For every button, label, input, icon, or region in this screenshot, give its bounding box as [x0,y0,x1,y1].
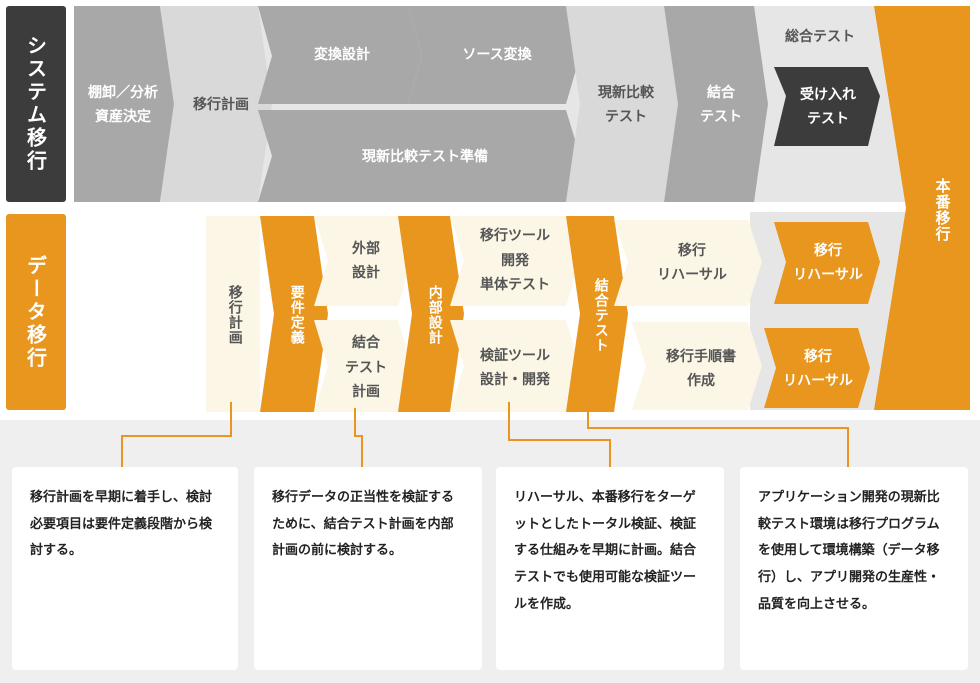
chevron-genshin-junbi [258,110,580,202]
label-youken-teigi: 要件定義 [288,285,305,345]
chevron-kenshou-tool [450,320,580,412]
connector-lines [121,402,849,470]
label-gaibu-sekkei: 外部 設計 [352,240,380,282]
label-genshin-junbi: 現新比較テスト準備 [362,148,488,165]
connector-2 [354,408,363,470]
chevron-ukeire-test [774,67,880,146]
chevron-rehearsal-a [774,222,880,304]
note-3: リハーサル、本番移行をターゲットとしたトータル検証、検証する仕組みを早期に計画。… [496,467,724,670]
chevron-gaibu-sekkei [314,216,412,306]
label-henkan-sekkei: 変換設計 [314,46,370,63]
chevron-tejunsho [632,322,762,410]
connector-4 [587,412,849,470]
chevron-rehearsal-b [764,328,870,408]
note-2: 移行データの正当性を検証するために、結合テスト計画を内部計画の前に検討する。 [254,467,482,670]
label-rehearsal-a: 移行 リハーサル [793,242,863,284]
chevron-tool-dev [450,216,580,306]
chevron-rehearsal [614,220,762,306]
lane-title-data: データ移行 [6,214,66,410]
label-genshin-test: 現新比較 テスト [598,84,654,126]
label-data-ketsugou-test: 結合テスト [592,277,609,353]
chevron-source-henkan [408,6,580,104]
chevron-data-ikou-keikaku [206,216,260,412]
label-naibu-sekkei: 内部設計 [426,285,443,345]
label-sougou-test: 総合テスト [785,28,855,45]
chevron-honban [874,6,970,410]
chevron-ketsugou-keikaku [314,320,412,412]
chevron-genshin-test [566,6,678,202]
label-tejunsho: 移行手順書 作成 [666,348,736,390]
chevron-ketsugou-test [664,6,768,202]
label-ketsugou-test: 結合 テスト [700,84,742,126]
label-rehearsal-b: 移行 リハーサル [783,348,853,390]
label-ukeire-test: 受け入れ テスト [800,86,856,128]
note-4: アプリケーション開発の現新比較テスト環境は移行プログラムを使用して環境構築（デー… [740,467,968,670]
chevron-data-ketsugou-test [566,216,628,412]
label-data-ikou-keikaku: 移行計画 [226,285,243,345]
chevron-ikou-keikaku [160,6,272,202]
label-rehearsal: 移行 リハーサル [657,242,727,284]
chevron-youken-teigi [260,216,328,412]
label-tanaoroshi: 棚卸／分析 資産決定 [88,84,158,126]
label-tool-dev: 移行ツール 開発 単体テスト [480,228,550,294]
label-ketsugou-keikaku: 結合 テスト 計画 [345,335,387,401]
connector-3 [508,402,611,470]
label-source-henkan: ソース変換 [462,46,532,63]
chevron-tanaoroshi [74,6,174,202]
note-1: 移行計画を早期に着手し、検討必要項目は要件定義段階から検討する。 [12,467,238,670]
chevron-naibu-sekkei [398,216,464,412]
chevron-henkan-sekkei [258,6,422,104]
connector-1 [121,402,232,470]
label-ikou-keikaku: 移行計画 [193,96,249,113]
label-honban: 本番移行 [933,178,952,242]
lane-title-system: システム移行 [6,6,66,202]
label-kenshou-tool: 検証ツール 設計・開発 [480,347,550,389]
